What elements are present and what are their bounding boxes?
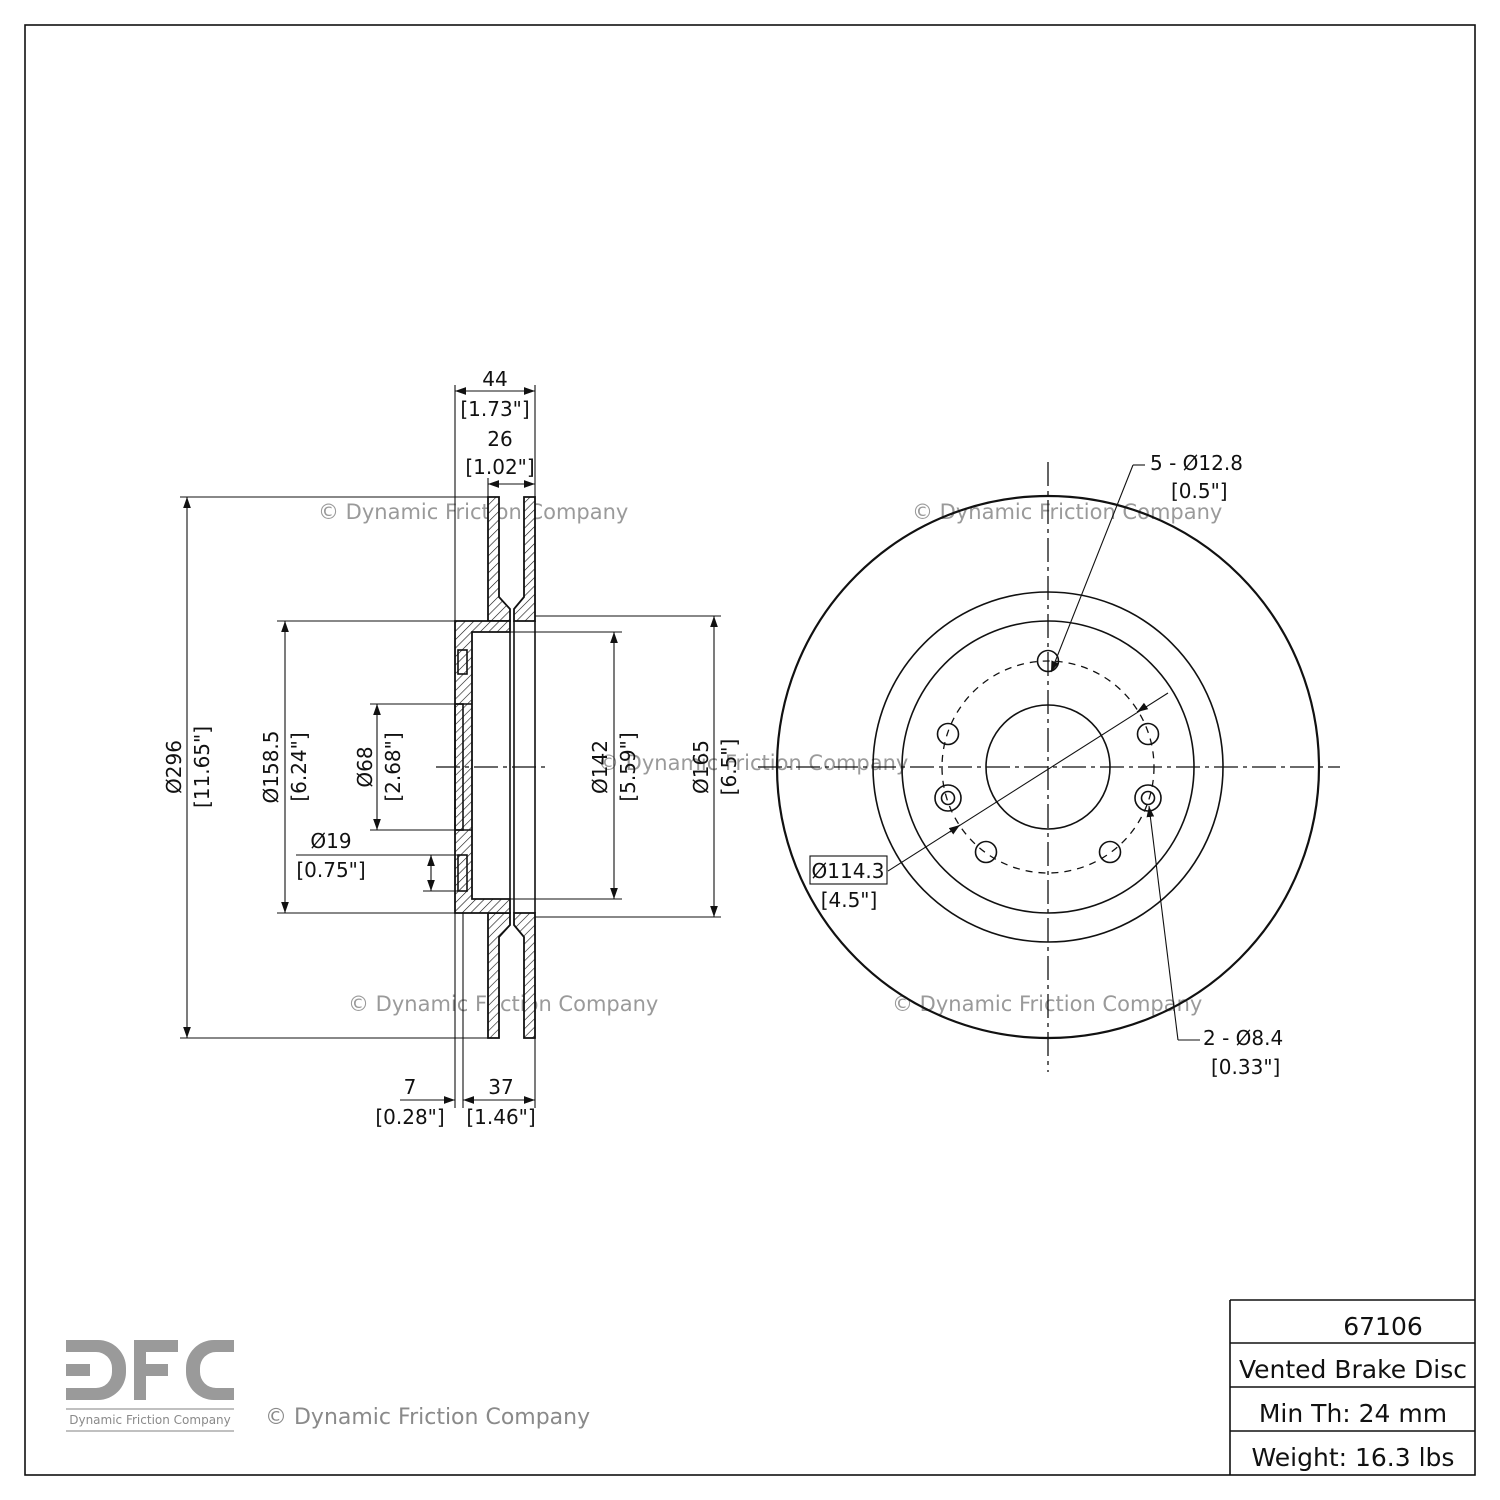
- dim-hub-width-mm: 26: [487, 427, 512, 451]
- dim-overall-width-in: [1.73"]: [460, 397, 529, 421]
- dim-bolt-circle-mm: Ø114.3: [812, 859, 885, 883]
- watermark-front-mid: © Dynamic Friction Company: [598, 751, 908, 775]
- locator-hole-left-outer: [934, 784, 962, 812]
- dim-inner-diameter-in: [5.59"]: [616, 732, 640, 801]
- front-dimensions: 5 - Ø12.8 [0.5"] Ø114.3 [4.5"] 2 - Ø8.4 …: [809, 451, 1283, 1079]
- dim-hat-height-mm: 37: [488, 1075, 513, 1099]
- title-block: 67106 Vented Brake Disc Min Th: 24 mm We…: [1229, 1299, 1475, 1475]
- watermark-footer: © Dynamic Friction Company: [265, 1405, 590, 1430]
- dim-locator-holes-in: [0.33"]: [1211, 1055, 1280, 1079]
- rotor-bottom-outer-plate: [487, 912, 511, 1039]
- part-number: 67106: [1343, 1312, 1423, 1341]
- dim-bolt-circle-in: [4.5"]: [821, 888, 878, 912]
- dim-hat-diameter-in: [6.24"]: [287, 732, 311, 801]
- locator-hole-right-inner: [1140, 790, 1156, 806]
- dim-offset-in: [0.28"]: [375, 1105, 444, 1129]
- watermark-front-top: © Dynamic Friction Company: [912, 500, 1222, 524]
- min-thickness: Min Th: 24 mm: [1259, 1399, 1447, 1428]
- dim-locator-holes-mm: 2 - Ø8.4: [1203, 1026, 1283, 1050]
- side-section-view: [436, 496, 548, 1039]
- dim-stud-hole-in: [0.75"]: [296, 858, 365, 882]
- watermark-front-bottom: © Dynamic Friction Company: [892, 992, 1202, 1016]
- logo-company-name: Dynamic Friction Company: [69, 1413, 231, 1427]
- part-description: Vented Brake Disc: [1239, 1355, 1467, 1384]
- bolt-hole-4: [974, 840, 998, 864]
- side-dimensions: 44 [1.73"] 26 [1.02"] Ø296 [11.65"] Ø158…: [162, 367, 741, 1129]
- dim-offset-mm: 7: [404, 1075, 417, 1099]
- dim-friction-inner-in: [6.5"]: [717, 739, 741, 796]
- dfc-logo: Dynamic Friction Company: [66, 1340, 234, 1432]
- dim-hub-width-in: [1.02"]: [465, 455, 534, 479]
- locator-hole-left-inner: [940, 790, 956, 806]
- dim-center-bore-in: [2.68"]: [381, 732, 405, 801]
- bolt-hole-2: [1136, 722, 1160, 746]
- dim-hat-height-in: [1.46"]: [466, 1105, 535, 1129]
- front-view: [758, 462, 1340, 1072]
- dim-bolt-holes-in: [0.5"]: [1171, 479, 1228, 503]
- dim-friction-inner-mm: Ø165: [689, 740, 713, 794]
- logo-letter-d: [66, 1340, 126, 1400]
- dim-bolt-holes-mm: 5 - Ø12.8: [1150, 451, 1243, 475]
- dim-inner-diameter-mm: Ø142: [588, 740, 612, 794]
- bolt-hole-5: [936, 722, 960, 746]
- bolt-circle-label-box: [809, 855, 888, 885]
- page-border: [24, 24, 1476, 1476]
- dim-outer-diameter-in: [11.65"]: [190, 726, 214, 808]
- watermarks: © Dynamic Friction Company © Dynamic Fri…: [265, 500, 1222, 1430]
- watermark-side-bottom: © Dynamic Friction Company: [348, 992, 658, 1016]
- watermark-side-top: © Dynamic Friction Company: [318, 500, 628, 524]
- bolt-hole-3: [1098, 840, 1122, 864]
- dim-stud-hole-mm: Ø19: [310, 829, 351, 853]
- dim-hat-diameter-mm: Ø158.5: [259, 731, 283, 804]
- dim-overall-width-mm: 44: [482, 367, 507, 391]
- weight: Weight: 16.3 lbs: [1252, 1443, 1455, 1472]
- rotor-bottom-inner-plate: [513, 912, 536, 1039]
- logo-letter-c: [186, 1340, 234, 1400]
- dim-outer-diameter-mm: Ø296: [162, 740, 186, 794]
- dim-center-bore-mm: Ø68: [353, 746, 377, 787]
- locator-hole-right-outer: [1134, 784, 1162, 812]
